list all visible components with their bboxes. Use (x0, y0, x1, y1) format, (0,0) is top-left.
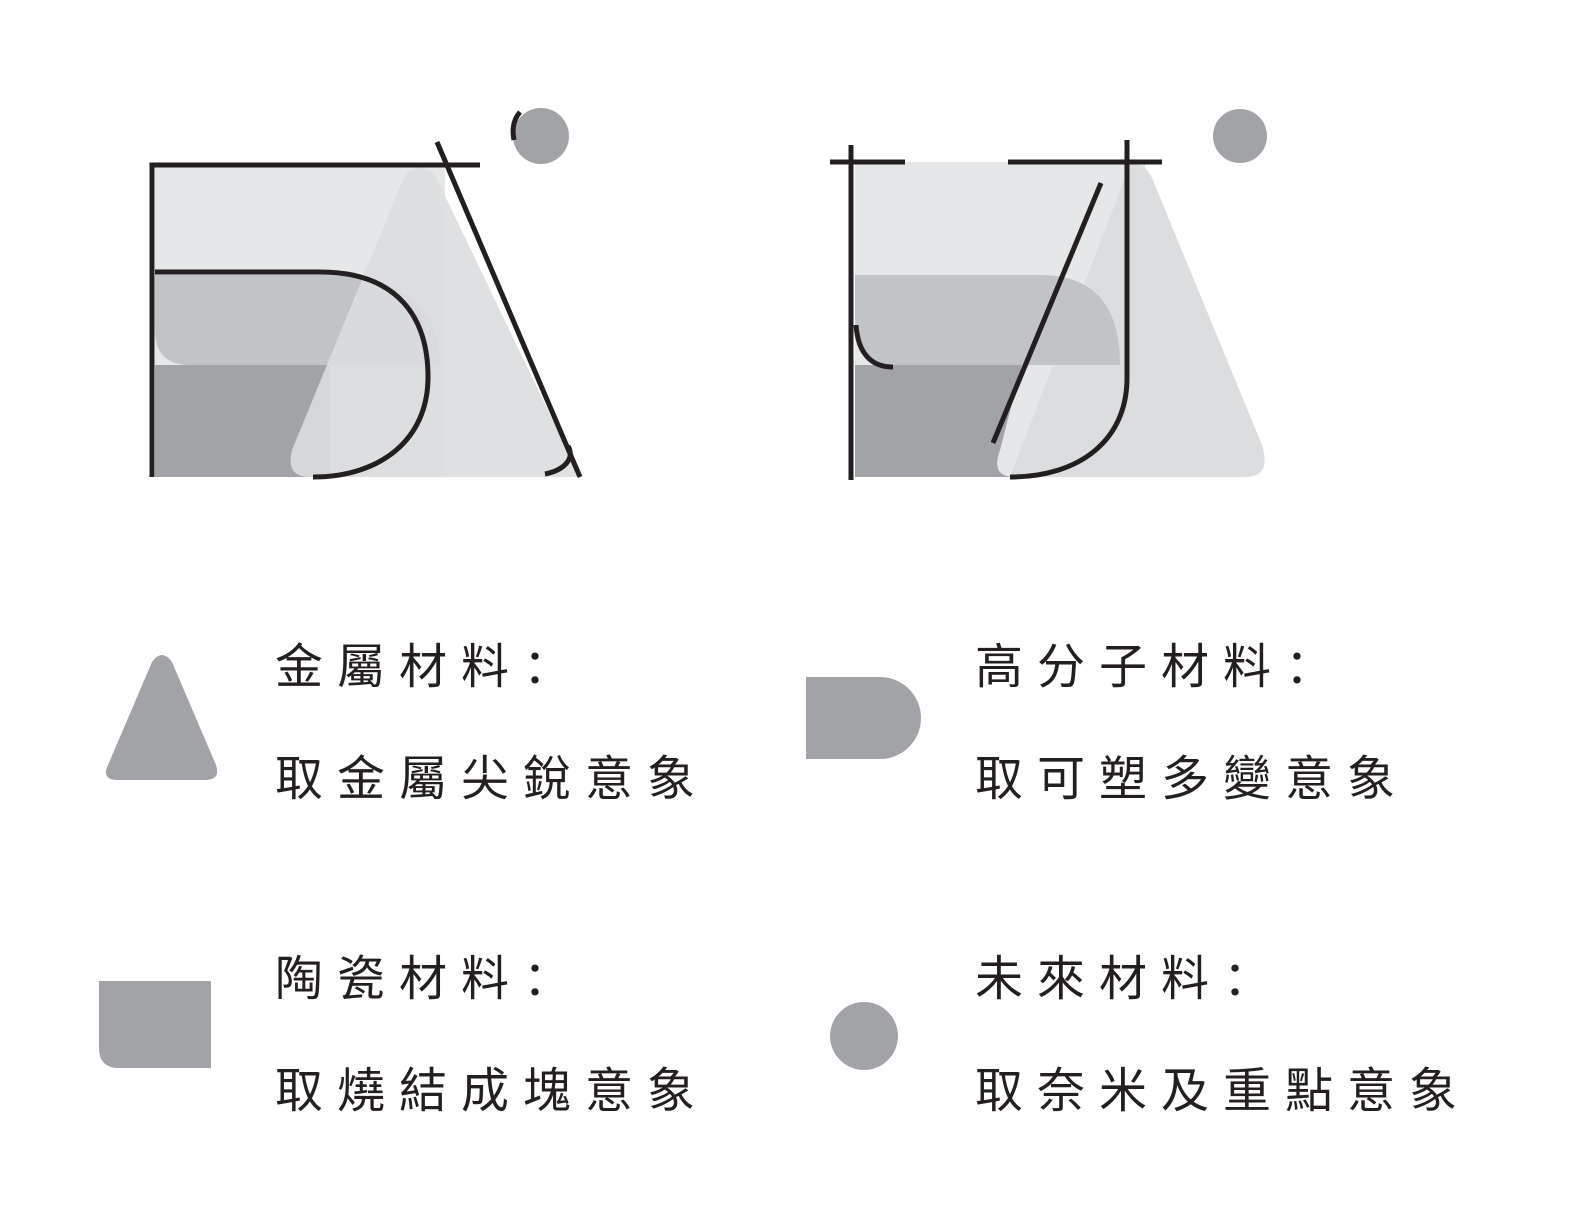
legend-desc-polymer: 取可塑多變意象 (975, 751, 1410, 807)
logo-cheng (149, 108, 583, 480)
triangle-icon (105, 655, 218, 780)
legend-desc-metal: 取金屬尖銳意象 (275, 751, 710, 807)
stroke-d-curve (155, 269, 431, 480)
stroke-frame (149, 162, 480, 477)
rounded-square-icon (99, 981, 211, 1068)
legend-title-ceramic: 陶瓷材料： (275, 951, 586, 1007)
dot-icon (513, 108, 569, 164)
dot-icon (1213, 109, 1267, 163)
legend-desc-ceramic: 取燒結成塊意象 (275, 1063, 710, 1119)
stroke-hook (544, 444, 573, 477)
mid-block (855, 275, 1120, 365)
legend-title-future: 未來材料： (975, 951, 1286, 1007)
triangle-overlay (290, 167, 580, 477)
stroke-dot-arc (510, 110, 522, 141)
d-shape-icon (806, 677, 921, 759)
stroke-small-curve (853, 324, 894, 370)
stroke-diagonal (434, 141, 583, 478)
logo-cai (830, 109, 1267, 480)
trapezoid-overlay (1010, 164, 1265, 478)
stroke-diagonal (990, 182, 1104, 444)
dark-block (855, 365, 1022, 477)
legend-title-metal: 金屬材料： (275, 639, 586, 695)
circle-icon (830, 1002, 898, 1070)
stroke-hook-v (1009, 140, 1130, 480)
legend-desc-future: 取奈米及重點意象 (975, 1063, 1472, 1119)
legend-title-polymer: 高分子材料： (975, 639, 1348, 695)
